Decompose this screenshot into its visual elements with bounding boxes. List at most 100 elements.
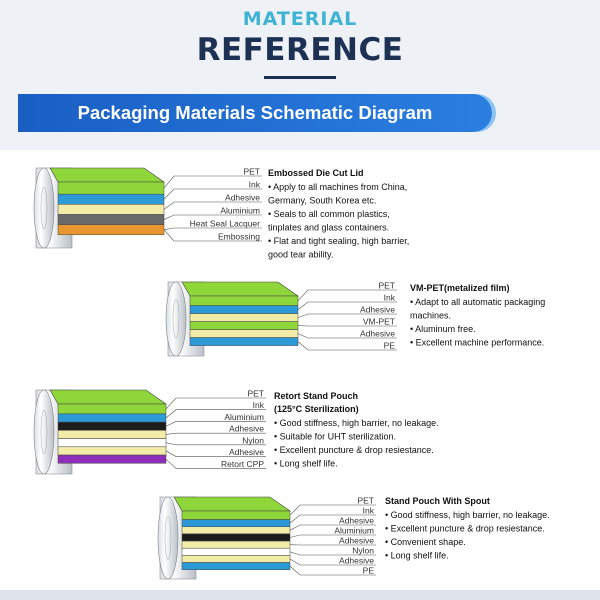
material-title: Stand Pouch With Spout: [385, 496, 490, 506]
material-bullet: • Apply to all machines from China,: [268, 182, 407, 192]
layer-band: [189, 313, 299, 322]
material-bullet: good tear ability.: [268, 250, 333, 260]
layer-label: PE: [384, 341, 396, 351]
section-banner: [18, 94, 492, 132]
layer-label: Heat Seal Lacquer: [190, 219, 261, 229]
leader-line: [165, 442, 266, 446]
roll-core: [172, 299, 180, 339]
material-block-2: PETInkAdhesiveVM-PETAdhesivePEVM-PET(met…: [165, 281, 545, 357]
layer-label: Adhesive: [339, 556, 374, 566]
section-banner-title: Packaging Materials Schematic Diagram: [77, 102, 433, 123]
material-bullet: • Flat and tight sealing, high barrier,: [268, 236, 409, 246]
layer-label: VM-PET: [363, 317, 395, 327]
material-bullet: • Convenient shape.: [385, 537, 466, 547]
layer-label: Adhesive: [225, 193, 260, 203]
layer-band: [181, 526, 291, 535]
leader-line: [165, 397, 266, 410]
material-bullet: • Good stiffness, high barrier, no leaka…: [274, 418, 439, 428]
material-title: Retort Stand Pouch: [274, 391, 358, 401]
layer-band: [57, 446, 167, 456]
roll-core: [164, 516, 172, 560]
layer-band: [57, 193, 165, 205]
layer-band: [181, 555, 291, 563]
leader-line: [289, 524, 376, 531]
leader-line: [297, 341, 397, 351]
layer-label: Adhesive: [229, 447, 264, 457]
title-underline: [264, 76, 336, 79]
leader-line: [297, 289, 397, 302]
leader-line: [163, 188, 262, 200]
layer-band: [189, 329, 299, 338]
roll-core: [40, 186, 48, 230]
leader-line: [297, 313, 397, 318]
layer-band: [181, 547, 291, 556]
layer-label: PET: [247, 389, 264, 399]
layer-band: [57, 430, 167, 439]
layer-label: Adhesive: [339, 536, 374, 546]
layer-label: PE: [363, 566, 375, 576]
material-title: Embossed Die Cut Lid: [268, 168, 364, 178]
material-bullet: • Adapt to all automatic packaging: [410, 297, 545, 307]
layer-band: [189, 337, 299, 346]
layer-band: [57, 438, 167, 448]
leader-line: [297, 301, 397, 310]
layer-band: [189, 305, 299, 314]
layer-band: [181, 540, 291, 549]
layer-top-face: [49, 167, 165, 183]
leader-line: [163, 229, 262, 242]
material-bullet: Germany, South Korea etc.: [268, 196, 376, 206]
roll-end-cap: [33, 389, 55, 475]
leader-line: [289, 558, 376, 566]
material-bullet: • Excellent machine performance.: [410, 338, 544, 348]
layer-top-face: [173, 496, 291, 512]
layer-label: Nylon: [352, 546, 374, 556]
layer-label: PET: [243, 167, 260, 177]
material-block-4: PETInkAdhesiveAluminiumAdhesiveNylonAdhe…: [157, 496, 550, 580]
leader-line: [289, 551, 376, 556]
leader-line: [289, 534, 376, 538]
layer-band: [57, 421, 167, 431]
material-bullet: • Good stiffness, high barrier, no leaka…: [385, 510, 550, 520]
leader-line: [165, 432, 266, 435]
material-bullet: • Long shelf life.: [274, 459, 338, 469]
layer-label: Embossing: [218, 232, 260, 242]
layer-band: [189, 295, 299, 306]
material-bullet: • Excellent puncture & drop resiestance.: [274, 445, 434, 455]
layer-label: Aluminium: [224, 412, 264, 422]
layer-label: Ink: [249, 180, 261, 190]
material-bullet: • Aluminum free.: [410, 324, 476, 334]
leader-line: [163, 214, 262, 220]
layer-label: Nylon: [242, 435, 264, 445]
material-bullet: tinplates and glass containers.: [268, 223, 389, 233]
material-title: (125°C Sterilization): [274, 404, 359, 414]
layer-label: Retort CPP: [221, 459, 264, 469]
leader-line: [163, 201, 262, 210]
leader-line: [165, 450, 266, 457]
leader-line: [165, 409, 266, 419]
layer-label: Adhesive: [229, 424, 264, 434]
layer-band: [57, 181, 165, 195]
roll-end-cap: [165, 281, 187, 357]
leader-line: [163, 175, 262, 189]
leader-line: [289, 504, 376, 516]
leader-line: [289, 565, 376, 576]
material-bullet: • Excellent puncture & drop resiestance.: [385, 524, 545, 534]
material-bullet: • Seals to all common plastics,: [268, 209, 390, 219]
page-title: REFERENCE: [196, 32, 404, 68]
layer-label: Adhesive: [360, 329, 395, 339]
layer-top-face: [49, 389, 167, 405]
footer-bar: [0, 590, 600, 600]
layer-label: Adhesive: [360, 305, 395, 315]
layer-label: PET: [378, 281, 395, 291]
roll-end-cap: [157, 496, 179, 580]
layer-label: Aluminium: [220, 206, 260, 216]
layer-label: Adhesive: [339, 516, 374, 526]
material-bullet: • Long shelf life.: [385, 551, 449, 561]
leader-line: [165, 421, 266, 427]
material-bullet: machines.: [410, 311, 451, 321]
layer-band: [57, 204, 165, 215]
leader-line: [289, 514, 376, 524]
layer-band: [57, 454, 167, 464]
roll-end-cap: [33, 167, 55, 249]
